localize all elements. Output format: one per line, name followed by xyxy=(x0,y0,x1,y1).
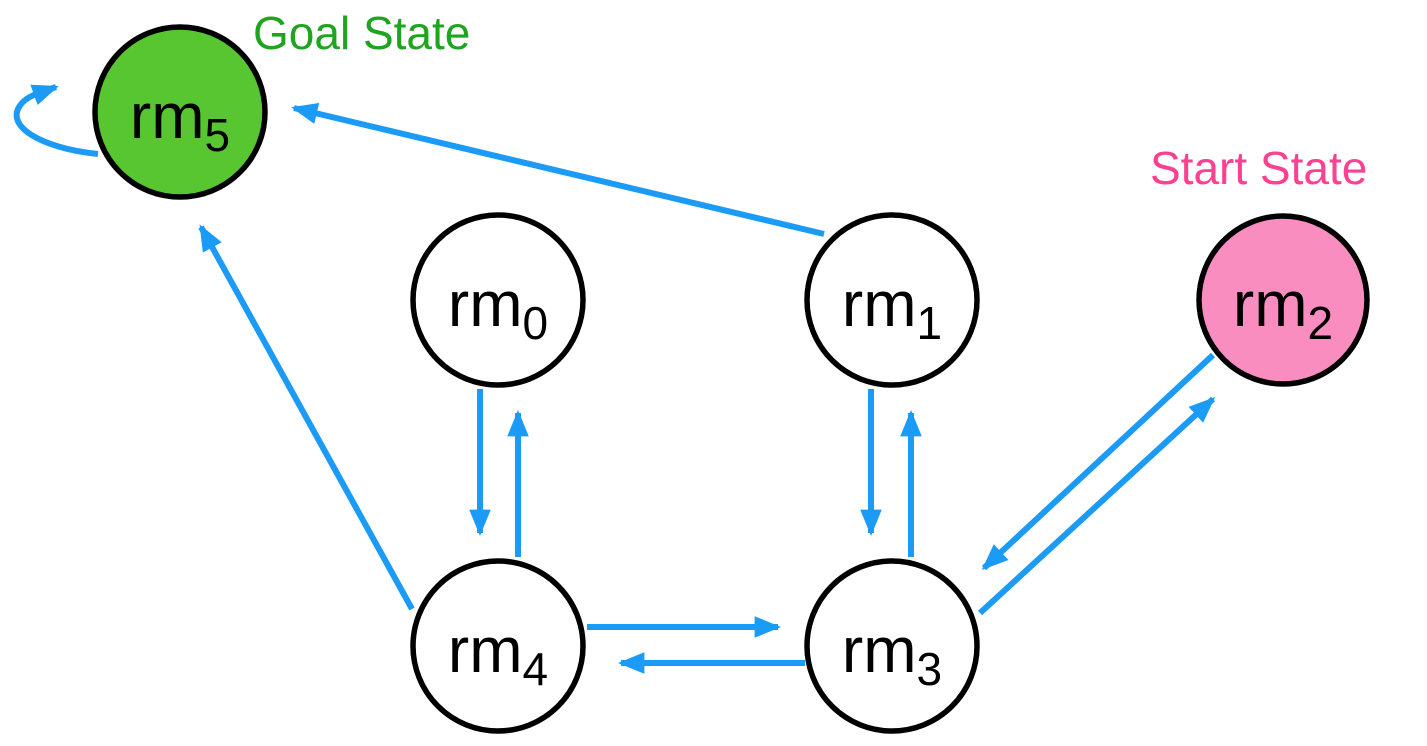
node-rm2-label: rm2 xyxy=(1233,268,1333,349)
node-rm2 xyxy=(1196,213,1370,387)
node-rm4-label-base: rm xyxy=(448,614,523,686)
node-rm1-label: rm1 xyxy=(842,268,942,349)
node-rm0-label-base: rm xyxy=(448,268,523,340)
captions-group: Goal State Start State xyxy=(253,7,1367,194)
start-state-caption: Start State xyxy=(1150,142,1367,194)
node-rm5-label-subscript: 5 xyxy=(205,109,231,161)
node-rm3 xyxy=(804,558,980,734)
nodes-group: rm5 rm0 rm1 rm2 rm4 rm3 xyxy=(92,24,1370,734)
arrow-rm5-self-loop xyxy=(13,84,99,157)
node-rm3-label-subscript: 3 xyxy=(917,643,943,695)
node-rm0-label-subscript: 0 xyxy=(523,297,549,349)
node-rm4-label-subscript: 4 xyxy=(523,643,549,695)
node-rm1-label-subscript: 1 xyxy=(917,297,943,349)
node-rm3-label-base: rm xyxy=(842,614,917,686)
edges-group xyxy=(13,84,1216,674)
node-rm1 xyxy=(804,212,980,388)
arrow-rm2-to-rm3 xyxy=(981,352,1216,571)
node-rm5-label-base: rm xyxy=(130,80,205,152)
node-rm1-label-base: rm xyxy=(842,268,917,340)
node-rm2-label-base: rm xyxy=(1233,268,1308,340)
arrow-rm1-to-rm5 xyxy=(291,102,825,237)
node-rm5-label: rm5 xyxy=(130,80,230,161)
node-rm2-label-subscript: 2 xyxy=(1308,297,1334,349)
node-rm4 xyxy=(410,558,586,734)
arrow-rm3-to-rm2 xyxy=(977,396,1216,616)
node-rm0 xyxy=(410,212,586,388)
goal-state-caption: Goal State xyxy=(253,7,470,59)
arrow-rm4-to-rm5 xyxy=(198,224,415,611)
node-rm3-label: rm3 xyxy=(842,614,942,695)
node-rm0-label: rm0 xyxy=(448,268,548,349)
node-rm4-label: rm4 xyxy=(448,614,548,695)
node-rm5 xyxy=(92,24,268,200)
